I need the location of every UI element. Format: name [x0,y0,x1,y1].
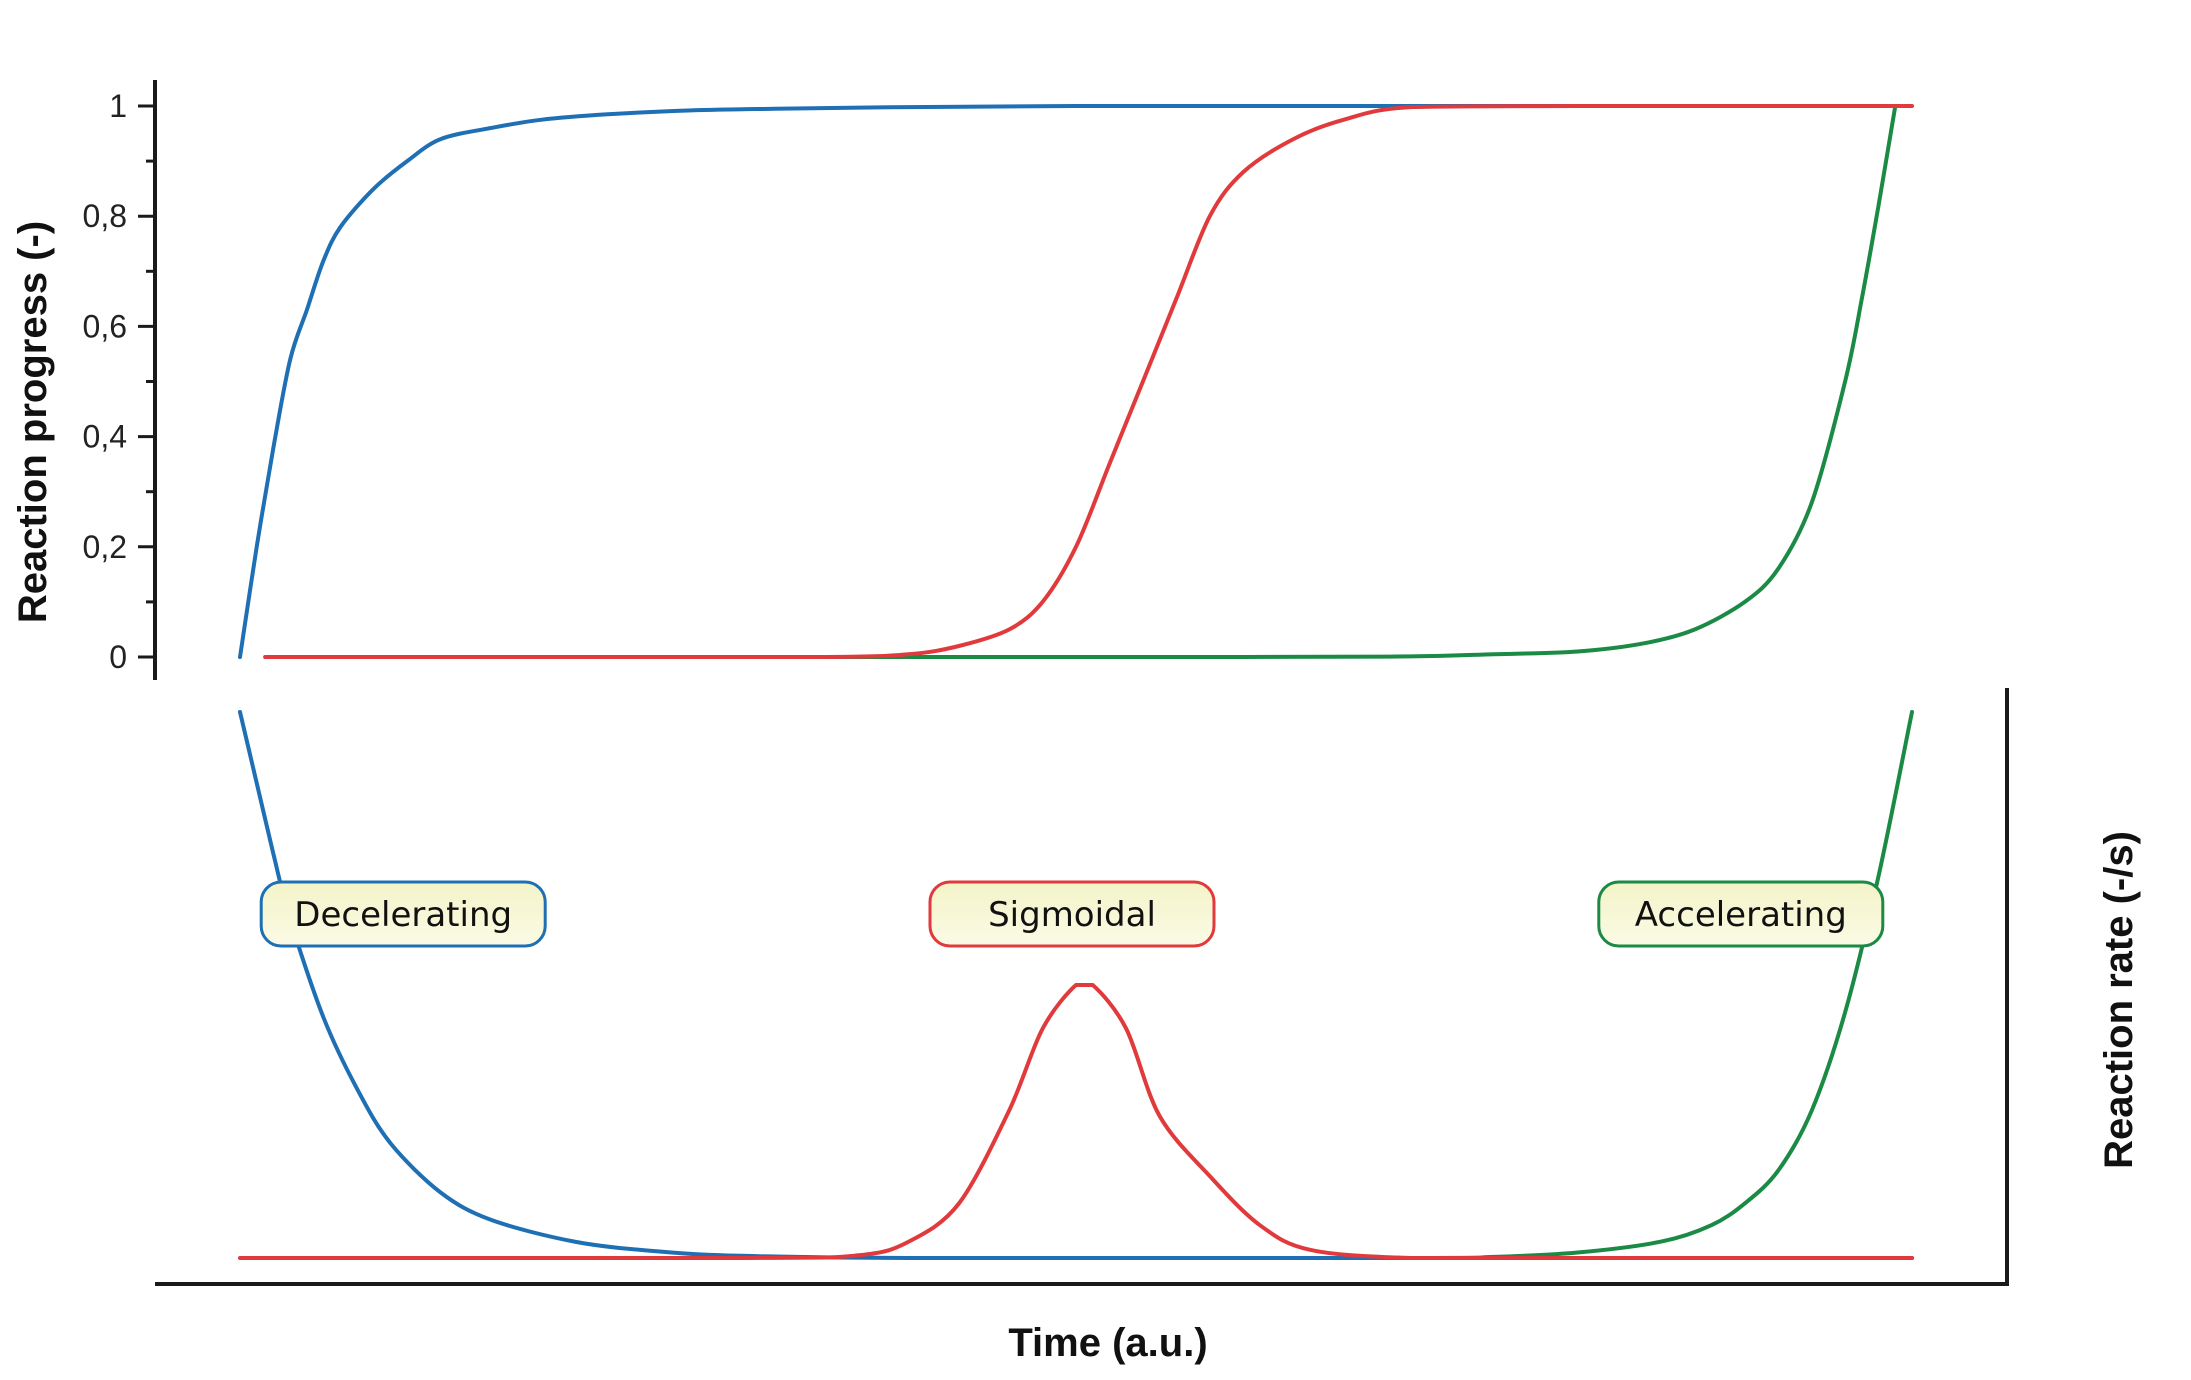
x-axis-title: Time (a.u.) [1008,1321,1207,1365]
top-y-axis: Reaction progress (-) [11,80,157,680]
top-y-ticks: 0 0,2 0,4 0,6 0,8 1 [83,88,155,675]
legend-badge-label: Sigmoidal [988,895,1156,935]
legend-badge-box [1597,880,1885,948]
top-y-tick-label: 0,4 [83,419,127,455]
legend-badge-label: Accelerating [1635,895,1847,935]
legend-badges: Decelerating Sigmoidal Accelerating [259,880,1885,948]
legend-badge-decelerating: Decelerating [259,880,547,948]
progress-series-decelerating [238,103,1898,659]
legend-badge-accelerating: Accelerating [1597,880,1885,948]
top-y-tick-label: 0,8 [83,198,127,234]
top-y-tick-label: 0,6 [83,308,127,344]
legend-badge-label: Decelerating [294,895,512,935]
rate-series-accelerating [906,710,1914,1261]
top-y-axis-title: Reaction progress (-) [11,221,55,623]
legend-badge-box [928,880,1216,948]
progress-series-sigmoidal [263,103,1914,660]
legend-badge-box [259,880,547,948]
legend-badge-sigmoidal: Sigmoidal [928,880,1216,948]
top-y-tick-label: 0 [109,639,127,675]
progress-series-accelerating [739,104,1898,660]
top-y-tick-label: 1 [109,88,127,124]
top-y-tick-label: 0,2 [83,529,127,565]
bottom-y-axis-title: Reaction rate (-/s) [2097,831,2141,1169]
top-panel-series [238,103,1914,660]
rate-series-sigmoidal [238,983,1914,1261]
bottom-axes: Time (a.u.) Reaction rate (-/s) [155,688,2141,1365]
bottom-panel-series [238,710,1914,1261]
